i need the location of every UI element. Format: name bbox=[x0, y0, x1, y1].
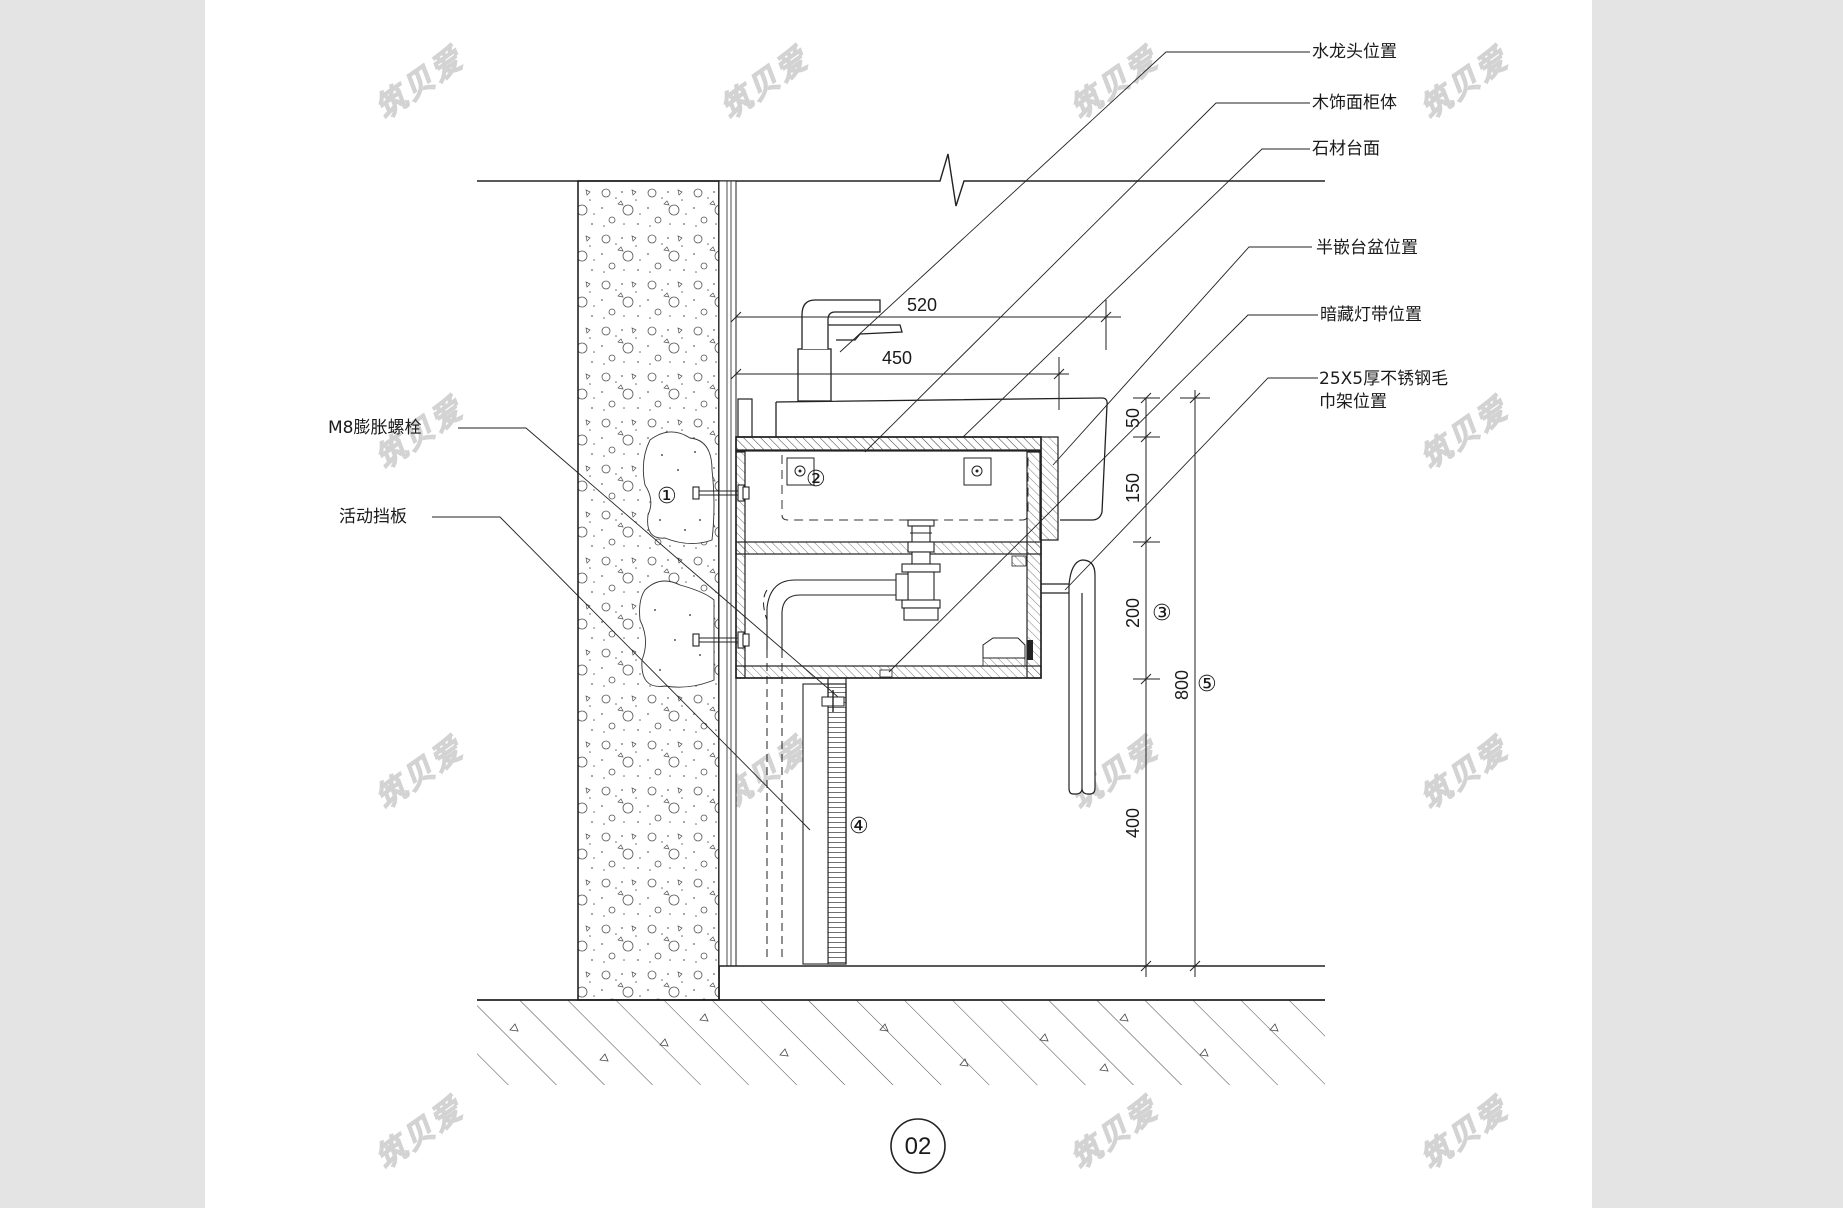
callout-wood-veneer-cabinet: 木饰面柜体 bbox=[1312, 93, 1397, 113]
callout-removable-panel: 活动挡板 bbox=[339, 507, 407, 527]
watermark: 筑贝爱 bbox=[1065, 42, 1165, 126]
concrete-wall bbox=[577, 180, 737, 1001]
vanity-cabinet bbox=[735, 398, 1059, 679]
marker-2: ② bbox=[806, 467, 826, 492]
basin-dashed-bowl bbox=[781, 455, 1029, 521]
marker-3: ③ bbox=[1152, 601, 1172, 626]
callout-faucet-position: 水龙头位置 bbox=[1312, 42, 1397, 62]
faucet bbox=[797, 299, 903, 402]
marker-1: ① bbox=[657, 484, 677, 509]
removable-panel bbox=[802, 678, 847, 965]
watermark: 筑贝爱 bbox=[1415, 42, 1515, 126]
dimension-200: 200 bbox=[1123, 598, 1143, 628]
dimension-400: 400 bbox=[1123, 808, 1143, 838]
vertical-dimensions bbox=[1133, 390, 1210, 977]
callout-semi-recessed-basin: 半嵌台盆位置 bbox=[1316, 238, 1418, 258]
callout-towel-bar-line2: 巾架位置 bbox=[1319, 392, 1387, 412]
ground-slab bbox=[477, 965, 1325, 1085]
expansion-bolts bbox=[692, 484, 750, 649]
watermark: 筑贝爱 bbox=[1415, 1092, 1515, 1176]
watermark: 筑贝爱 bbox=[715, 42, 815, 126]
dimension-50: 50 bbox=[1123, 408, 1143, 428]
waste-pipe bbox=[766, 579, 896, 650]
drain-trap bbox=[895, 519, 941, 621]
dimension-520: 520 bbox=[907, 295, 937, 315]
basin bbox=[775, 397, 1108, 521]
towel-bar bbox=[1041, 559, 1096, 795]
leader-lines bbox=[432, 51, 1318, 831]
dimension-150: 150 bbox=[1123, 473, 1143, 503]
callout-towel-bar-line1: 25X5厚不锈钢毛 bbox=[1319, 369, 1448, 389]
watermark: 筑贝爱 bbox=[370, 42, 470, 126]
callout-m8-expansion-bolt: M8膨胀螺栓 bbox=[328, 418, 421, 438]
watermark: 筑贝爱 bbox=[370, 732, 470, 816]
watermark: 筑贝爱 bbox=[1065, 1092, 1165, 1176]
callout-stone-countertop: 石材台面 bbox=[1312, 139, 1380, 159]
dimension-800: 800 bbox=[1172, 670, 1192, 700]
marker-4: ④ bbox=[849, 814, 869, 839]
drawing-number: 02 bbox=[905, 1133, 932, 1160]
watermark: 筑贝爱 bbox=[370, 1092, 470, 1176]
section-drawing: 筑贝爱 筑贝爱 筑贝爱 筑贝爱 筑贝爱 筑贝爱 筑贝爱 筑贝爱 筑贝爱 筑贝爱 … bbox=[328, 41, 1516, 1176]
watermark: 筑贝爱 bbox=[1415, 732, 1515, 816]
drawing-number-badge: 02 bbox=[890, 1118, 946, 1174]
ceiling-line bbox=[477, 153, 1325, 207]
marker-5: ⑤ bbox=[1197, 672, 1217, 697]
drawing-page: 筑贝爱 筑贝爱 筑贝爱 筑贝爱 筑贝爱 筑贝爱 筑贝爱 筑贝爱 筑贝爱 筑贝爱 … bbox=[205, 0, 1592, 1208]
callout-hidden-light-strip: 暗藏灯带位置 bbox=[1320, 305, 1422, 325]
horizontal-dimensions bbox=[730, 300, 1121, 410]
watermark: 筑贝爱 bbox=[1415, 392, 1515, 476]
dimension-450: 450 bbox=[882, 348, 912, 368]
